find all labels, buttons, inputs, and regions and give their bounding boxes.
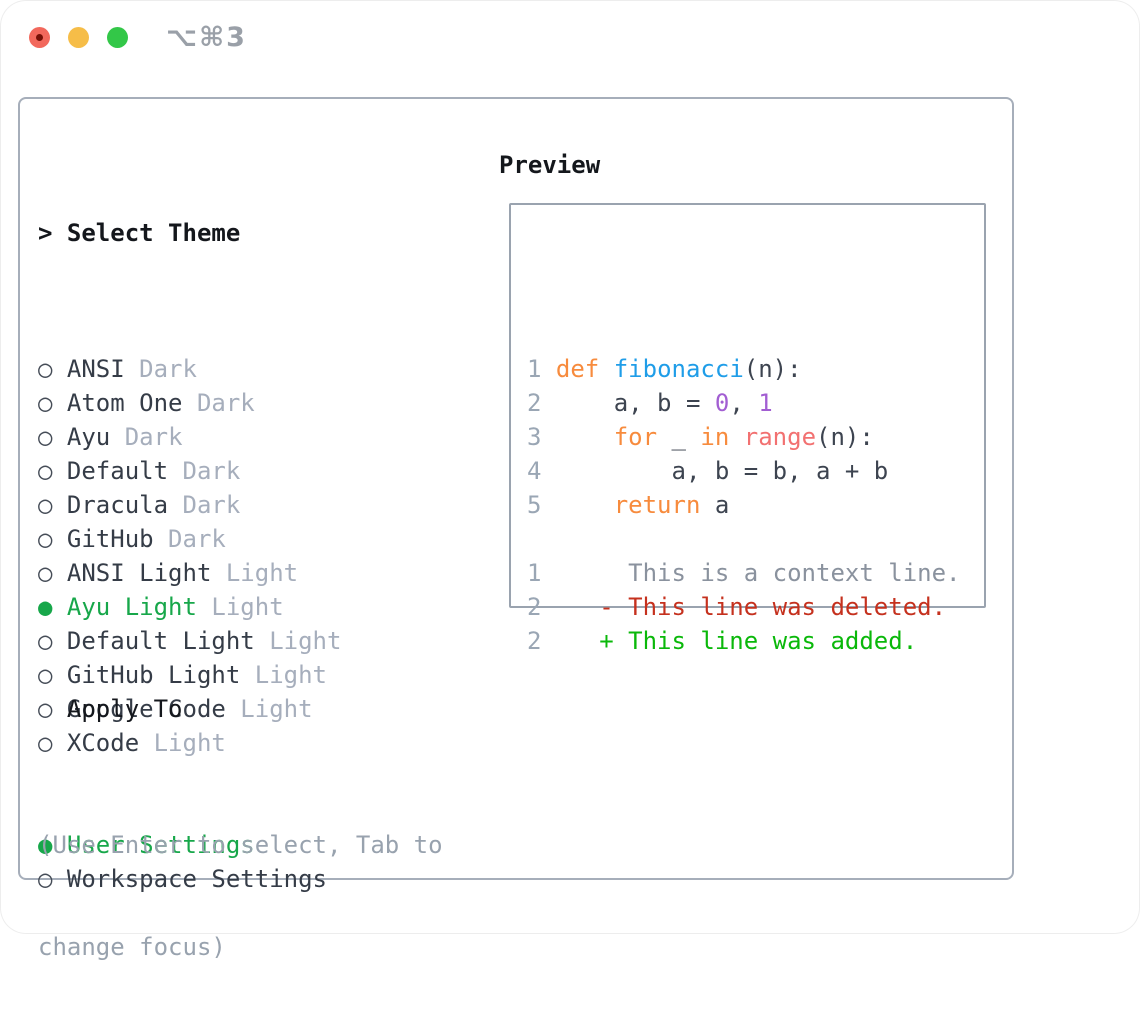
theme-item-name: Default bbox=[67, 457, 168, 485]
theme-item-name: Ayu Light bbox=[67, 593, 197, 621]
code-segment-keyword: for bbox=[614, 423, 657, 451]
code-segment-code_default: a bbox=[700, 491, 729, 519]
theme-item-name: Dracula bbox=[67, 491, 168, 519]
radio-selected-icon: ● bbox=[38, 593, 67, 621]
theme-item-variant: Dark bbox=[110, 423, 182, 451]
radio-icon: ○ bbox=[38, 423, 67, 451]
code-segment-line_number: 2 bbox=[527, 389, 556, 417]
code-segment-number_purple: 1 bbox=[758, 389, 772, 417]
theme-item[interactable]: ○ ANSI Light Light bbox=[38, 556, 341, 590]
minimize-button[interactable] bbox=[68, 27, 89, 48]
theme-item-variant: Dark bbox=[125, 355, 197, 383]
hint-line: change focus) bbox=[38, 930, 443, 964]
code-segment-line_number: 5 bbox=[527, 491, 556, 519]
radio-icon: ○ bbox=[38, 457, 67, 485]
code-segment-keyword: def bbox=[556, 355, 599, 383]
code-line: 2 + This line was added. bbox=[527, 624, 960, 658]
theme-item-variant: Dark bbox=[168, 457, 240, 485]
theme-item-name: ANSI Light bbox=[67, 559, 212, 587]
code-segment-code_default: a, b = bbox=[556, 389, 715, 417]
theme-item-variant: Light bbox=[197, 593, 284, 621]
code-segment-code_default: (n): bbox=[744, 355, 802, 383]
code-segment-diff_deleted: - This line was deleted. bbox=[556, 593, 946, 621]
hint-text: (Use Enter to select, Tab to change focu… bbox=[38, 760, 443, 1032]
close-button[interactable] bbox=[29, 27, 50, 48]
traffic-lights bbox=[29, 27, 128, 48]
code-segment-code_default: , bbox=[729, 389, 758, 417]
radio-icon: ○ bbox=[38, 389, 67, 417]
code-segment-code_default bbox=[556, 423, 614, 451]
code-segment-code_default: _ bbox=[657, 423, 700, 451]
theme-item-variant: Dark bbox=[183, 389, 255, 417]
code-segment-diff_context: This is a context line. bbox=[556, 559, 961, 587]
code-segment-function_salmon: range bbox=[744, 423, 816, 451]
theme-item-variant: Dark bbox=[154, 525, 226, 553]
theme-item[interactable]: ○ Atom One Dark bbox=[38, 386, 341, 420]
code-segment-line_number: 2 bbox=[527, 627, 556, 655]
code-line: 1 This is a context line. bbox=[527, 556, 960, 590]
code-line bbox=[527, 522, 960, 556]
code-segment-line_number: 1 bbox=[527, 355, 556, 383]
theme-item-variant: Dark bbox=[168, 491, 240, 519]
titlebar: ⌥⌘3 bbox=[0, 0, 1140, 72]
code-segment-code_default: (n): bbox=[816, 423, 874, 451]
theme-item[interactable]: ○ Ayu Dark bbox=[38, 420, 341, 454]
radio-icon: ○ bbox=[38, 355, 67, 383]
radio-icon: ○ bbox=[38, 491, 67, 519]
code-line: 2 a, b = 0, 1 bbox=[527, 386, 960, 420]
app-window: ⌥⌘3 > Select Theme ○ ANSI Dark○ Atom One… bbox=[0, 0, 1140, 934]
code-segment-code_default bbox=[556, 491, 614, 519]
zoom-button[interactable] bbox=[107, 27, 128, 48]
code-line: 1 def fibonacci(n): bbox=[527, 352, 960, 386]
radio-icon: ○ bbox=[38, 525, 67, 553]
theme-item[interactable]: ○ Dracula Dark bbox=[38, 488, 341, 522]
code-line: 4 a, b = b, a + b bbox=[527, 454, 960, 488]
preview-title: Preview bbox=[499, 148, 600, 182]
code-segment-line_number: 1 bbox=[527, 559, 556, 587]
theme-item[interactable]: ● Ayu Light Light bbox=[38, 590, 341, 624]
hint-line: (Use Enter to select, Tab to bbox=[38, 828, 443, 862]
window-title: ⌥⌘3 bbox=[166, 22, 247, 53]
theme-item-variant: Light bbox=[211, 559, 298, 587]
code-segment-line_number: 2 bbox=[527, 593, 556, 621]
apply-to-header: Apply To bbox=[38, 692, 327, 726]
code-segment-code_default bbox=[729, 423, 743, 451]
theme-item-name: ANSI bbox=[67, 355, 125, 383]
code-segment-keyword: return bbox=[614, 491, 701, 519]
code-segment-function_blue: fibonacci bbox=[614, 355, 744, 383]
theme-item[interactable]: ○ Default Dark bbox=[38, 454, 341, 488]
radio-icon: ○ bbox=[38, 559, 67, 587]
code-segment-diff_added: + This line was added. bbox=[556, 627, 917, 655]
code-segment-line_number: 3 bbox=[527, 423, 556, 451]
code-segment-code_default bbox=[599, 355, 613, 383]
theme-item-name: Ayu bbox=[67, 423, 110, 451]
theme-item-name: GitHub bbox=[67, 525, 154, 553]
code-segment-number_purple: 0 bbox=[715, 389, 729, 417]
code-segment-keyword: in bbox=[700, 423, 729, 451]
code-line: 5 return a bbox=[527, 488, 960, 522]
theme-list-header: > Select Theme bbox=[38, 216, 341, 250]
theme-item[interactable]: ○ ANSI Dark bbox=[38, 352, 341, 386]
code-segment-line_number: 4 bbox=[527, 457, 556, 485]
code-line: 2 - This line was deleted. bbox=[527, 590, 960, 624]
code-segment-code_default: a, b = b, a + b bbox=[556, 457, 888, 485]
theme-item[interactable]: ○ GitHub Dark bbox=[38, 522, 341, 556]
theme-item-name: Atom One bbox=[67, 389, 183, 417]
code-line: 3 for _ in range(n): bbox=[527, 420, 960, 454]
